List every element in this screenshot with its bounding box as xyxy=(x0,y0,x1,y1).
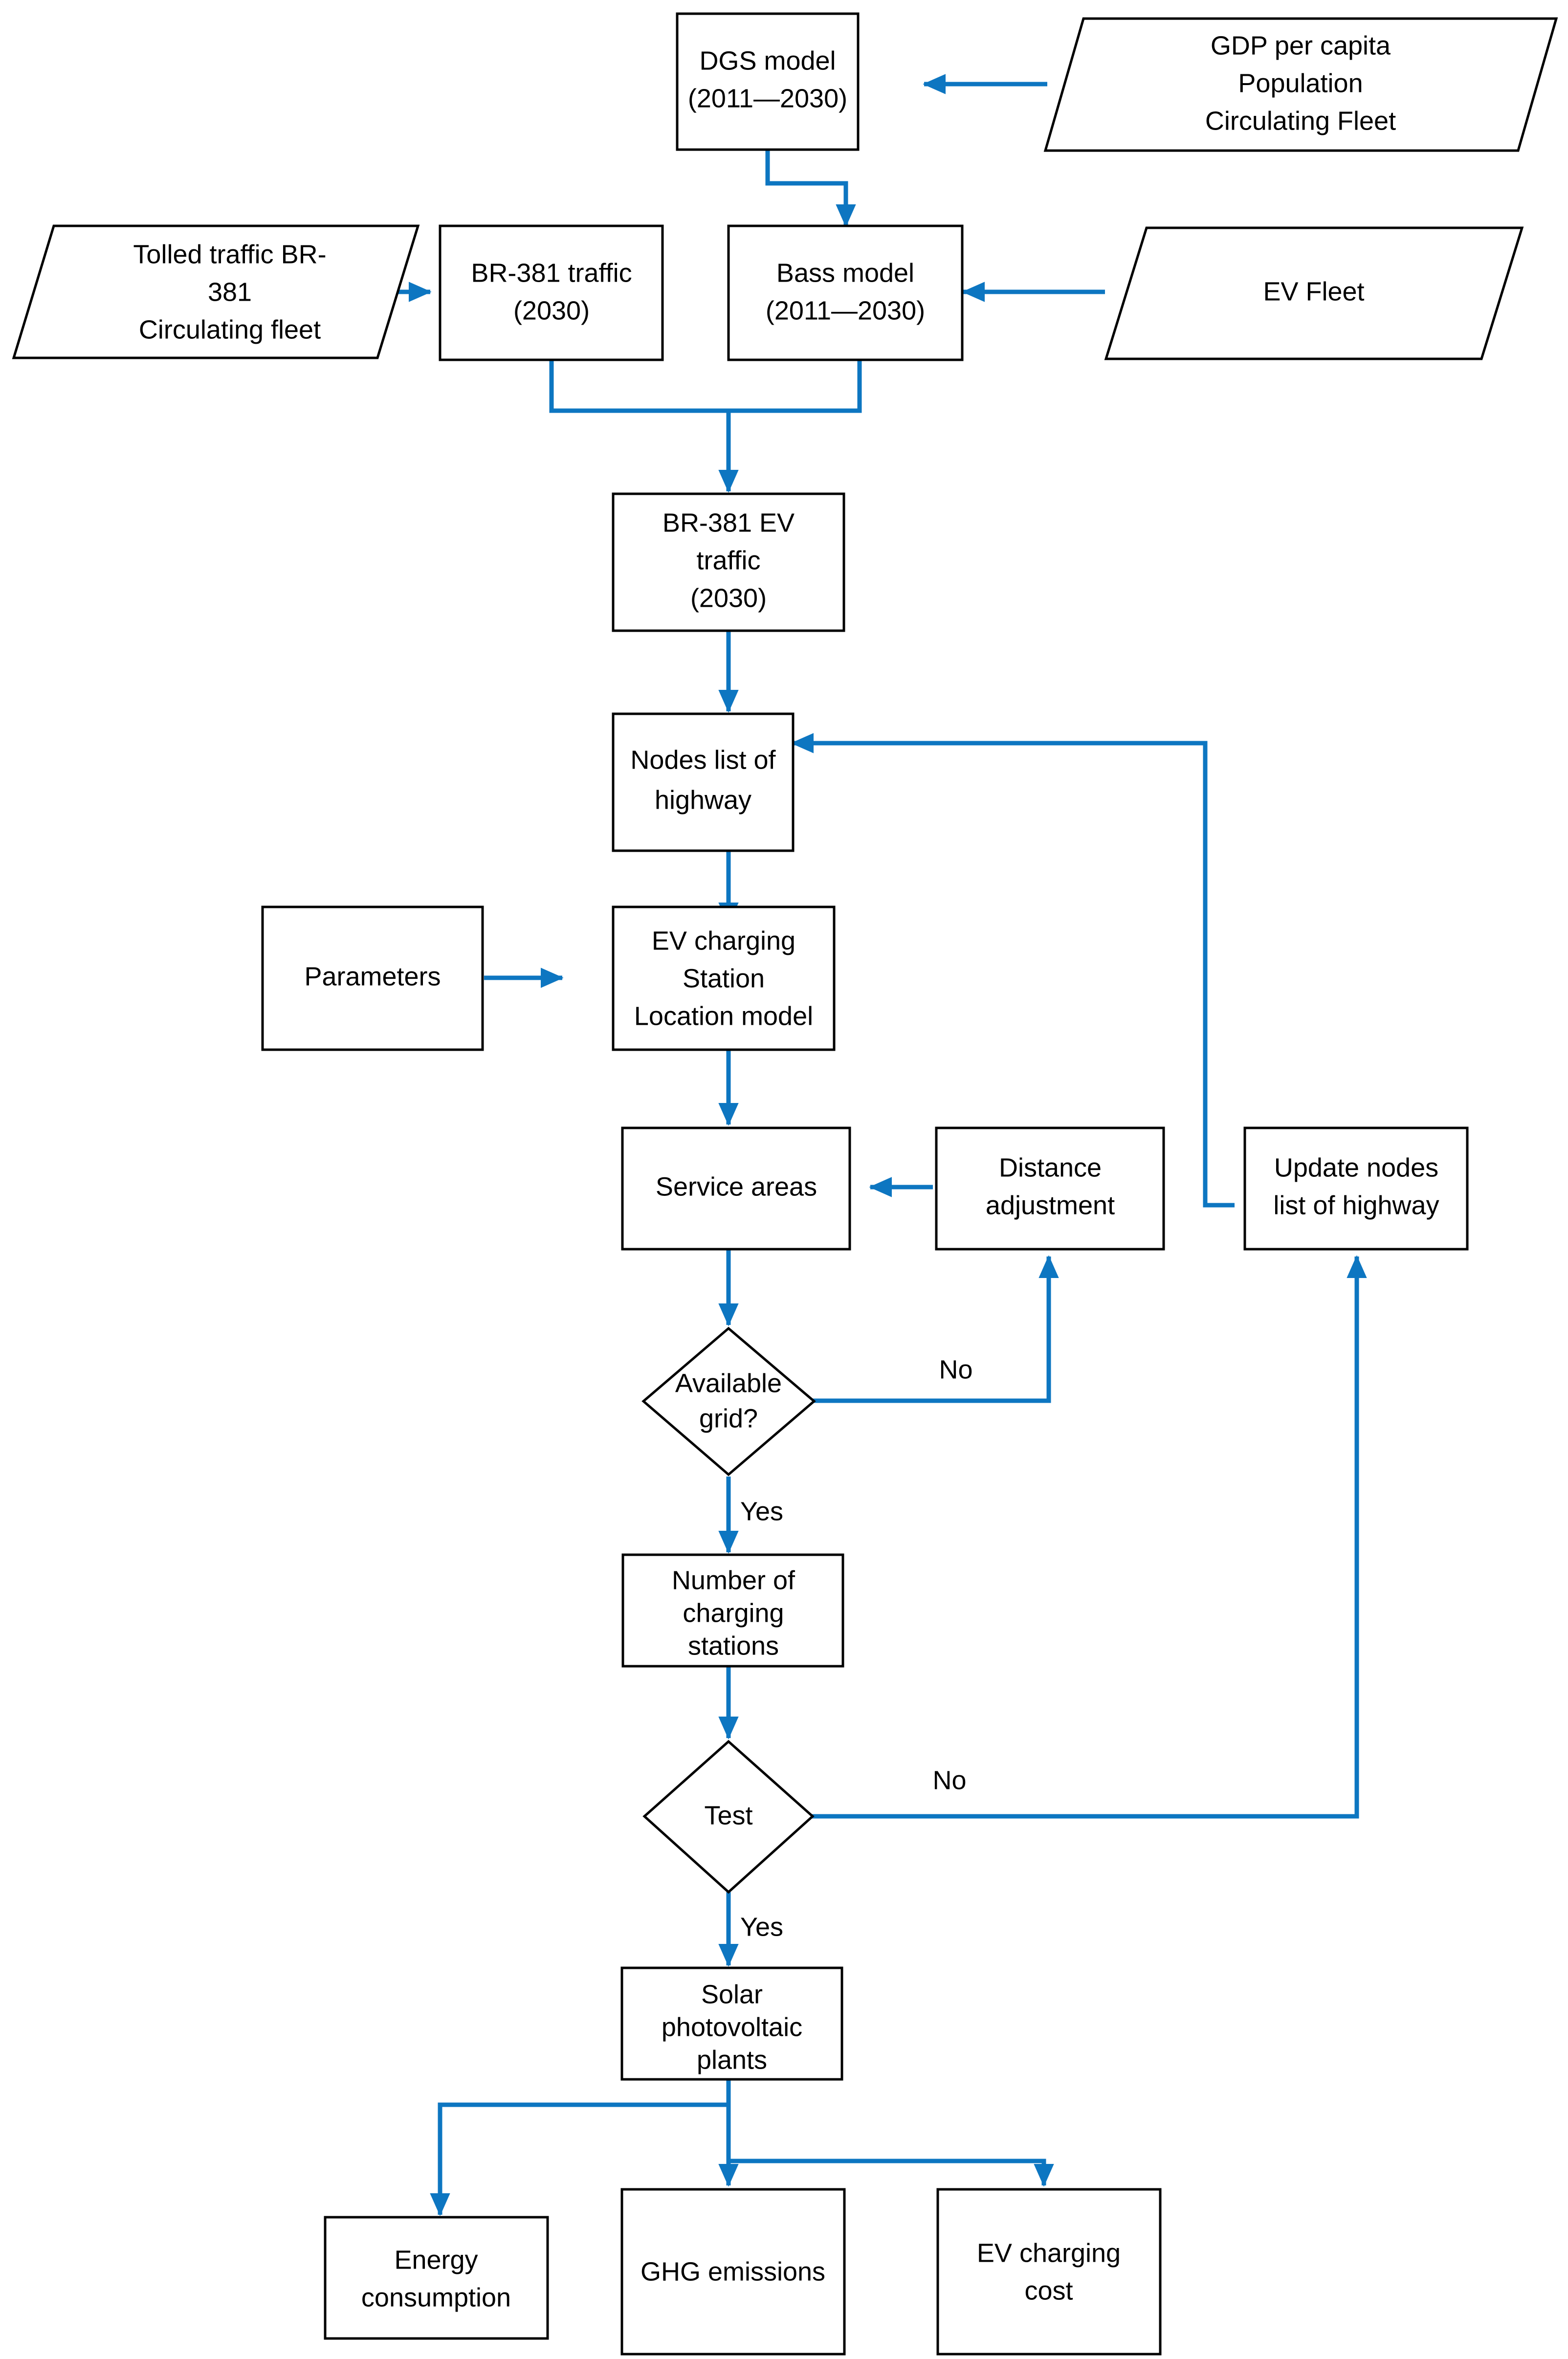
node-ev-station-model[interactable]: EV charging Station Location model xyxy=(612,905,836,1051)
node-update-nodes-line1: Update nodes xyxy=(1274,1153,1438,1182)
node-dgs-model[interactable]: DGS model (2011—2030) xyxy=(676,12,860,151)
edge-solar-to-ghg-and-cost xyxy=(718,2078,1054,2187)
node-energy-consumption[interactable]: Energy consumption xyxy=(324,2216,549,2340)
node-nodes-list[interactable]: Nodes list of highway xyxy=(612,712,795,852)
node-test-line1: Test xyxy=(704,1801,752,1830)
node-distance-adjustment-line1: Distance xyxy=(999,1153,1102,1182)
node-ev-station-model-line2: Station xyxy=(683,964,765,993)
node-ev-fleet-line1: EV Fleet xyxy=(1263,277,1364,306)
node-solar-plants[interactable]: Solar photovoltaic plants xyxy=(620,1966,843,2081)
node-number-of-stations-line1: Number of xyxy=(672,1565,795,1595)
node-distance-adjustment[interactable]: Distance adjustment xyxy=(935,1126,1165,1251)
node-bass-model-line2: (2011—2030) xyxy=(766,296,925,325)
node-solar-plants-line1: Solar xyxy=(701,1980,763,2009)
node-available-grid[interactable]: Available grid? xyxy=(641,1326,816,1477)
node-number-of-stations-line2: charging xyxy=(683,1598,784,1628)
node-service-areas-line1: Service areas xyxy=(656,1172,817,1201)
node-tolled-traffic-line2: 381 xyxy=(208,277,252,307)
node-solar-plants-line3: plants xyxy=(697,2045,767,2074)
node-dgs-model-line2: (2011—2030) xyxy=(688,84,847,113)
node-parameters[interactable]: Parameters xyxy=(261,905,484,1051)
node-energy-consumption-line2: consumption xyxy=(361,2283,511,2312)
node-gdp-inputs-line1: GDP per capita xyxy=(1211,31,1391,60)
node-available-grid-line1: Available xyxy=(675,1368,782,1398)
node-tolled-traffic-line3: Circulating fleet xyxy=(139,315,321,344)
node-ev-charging-cost[interactable]: EV charging cost xyxy=(936,2188,1162,2356)
node-nodes-list-line1: Nodes list of xyxy=(630,745,776,774)
node-br381-ev-traffic[interactable]: BR-381 EV traffic (2030) xyxy=(612,492,845,632)
node-distance-adjustment-line2: adjustment xyxy=(986,1191,1115,1220)
edge-updatenodes-to-nodeslist xyxy=(791,733,1235,1208)
node-ev-station-model-line1: EV charging xyxy=(652,926,795,955)
node-br381-ev-traffic-line2: traffic xyxy=(696,546,760,575)
node-ev-charging-cost-line1: EV charging xyxy=(977,2238,1121,2268)
node-gdp-inputs-line2: Population xyxy=(1238,68,1363,98)
node-ev-charging-cost-line2: cost xyxy=(1024,2276,1073,2305)
node-ghg-emissions-line1: GHG emissions xyxy=(640,2257,825,2286)
edge-label-test-yes: Yes xyxy=(740,1912,783,1941)
node-br381-traffic[interactable]: BR-381 traffic (2030) xyxy=(439,224,664,361)
node-ev-station-model-line3: Location model xyxy=(634,1001,813,1031)
node-br381-traffic-line1: BR-381 traffic xyxy=(471,258,632,287)
node-test[interactable]: Test xyxy=(642,1740,815,1894)
node-service-areas[interactable]: Service areas xyxy=(621,1126,851,1251)
node-dgs-model-line1: DGS model xyxy=(699,46,836,75)
edge-merge-to-ev-traffic xyxy=(549,360,862,493)
edge-dgs-to-bass xyxy=(765,150,856,227)
node-solar-plants-line2: photovoltaic xyxy=(662,2012,802,2042)
node-bass-model[interactable]: Bass model (2011—2030) xyxy=(727,224,964,361)
edge-label-available-grid-no: No xyxy=(939,1355,972,1384)
node-br381-ev-traffic-line1: BR-381 EV xyxy=(663,508,795,537)
node-tolled-traffic[interactable]: Tolled traffic BR- 381 Circulating fleet xyxy=(12,224,420,359)
node-tolled-traffic-line1: Tolled traffic BR- xyxy=(133,240,326,269)
node-ev-fleet[interactable]: EV Fleet xyxy=(1104,226,1524,360)
node-gdp-inputs-line3: Circulating Fleet xyxy=(1205,106,1396,135)
node-nodes-list-line2: highway xyxy=(655,785,751,815)
node-number-of-stations[interactable]: Number of charging stations xyxy=(621,1553,844,1668)
node-br381-ev-traffic-line3: (2030) xyxy=(690,583,767,613)
node-parameters-line1: Parameters xyxy=(304,962,441,991)
node-number-of-stations-line3: stations xyxy=(688,1631,779,1660)
edge-label-test-no: No xyxy=(932,1765,966,1795)
node-gdp-inputs[interactable]: GDP per capita Population Circulating Fl… xyxy=(1043,17,1558,152)
edge-label-available-grid-yes: Yes xyxy=(740,1497,783,1526)
edge-test-no-to-updatenodes xyxy=(812,1255,1367,1819)
node-update-nodes[interactable]: Update nodes list of highway xyxy=(1243,1126,1469,1251)
edge-availablegrid-no-to-distanceadj xyxy=(812,1255,1059,1403)
node-br381-traffic-line2: (2030) xyxy=(513,296,590,325)
node-bass-model-line1: Bass model xyxy=(776,258,914,287)
node-energy-consumption-line1: Energy xyxy=(394,2245,478,2274)
node-available-grid-line2: grid? xyxy=(699,1404,758,1433)
node-ghg-emissions[interactable]: GHG emissions xyxy=(620,2188,846,2356)
node-update-nodes-line2: list of highway xyxy=(1273,1191,1439,1220)
